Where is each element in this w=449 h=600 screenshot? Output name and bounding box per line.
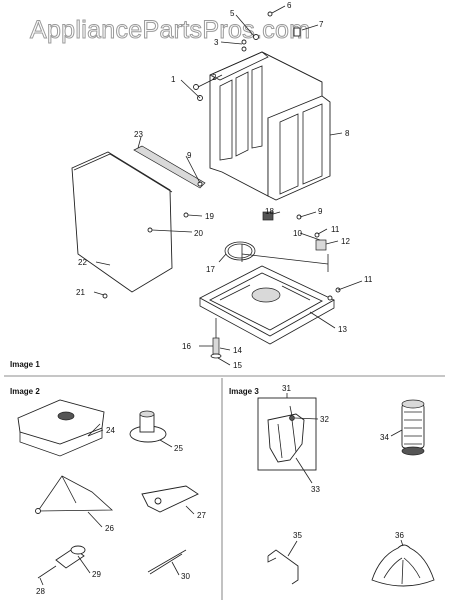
callout-24: 24: [106, 426, 115, 435]
image-3-parts: [257, 397, 435, 587]
callout-30: 30: [181, 572, 190, 581]
callout-22: 22: [78, 258, 87, 267]
callout-26: 26: [105, 524, 114, 533]
callout-12: 12: [341, 237, 350, 246]
callout-33: 33: [311, 485, 320, 494]
callout-3: 3: [214, 38, 219, 47]
callout-18: 18: [265, 207, 274, 216]
callout-27: 27: [197, 511, 206, 520]
callout-34: 34: [380, 433, 389, 442]
image-3-leaders: [286, 393, 404, 557]
callout-14: 14: [233, 346, 242, 355]
image-3-label: Image 3: [229, 387, 259, 396]
callout-16: 16: [182, 342, 191, 351]
callout-9a: 9: [187, 151, 192, 160]
callout-9b: 9: [318, 207, 323, 216]
callout-31: 31: [282, 384, 291, 393]
callout-23: 23: [134, 130, 143, 139]
callout-2: 2: [212, 73, 217, 82]
callout-20: 20: [194, 229, 203, 238]
callout-29: 29: [92, 570, 101, 579]
callout-15: 15: [233, 361, 242, 370]
callout-25: 25: [174, 444, 183, 453]
callout-6: 6: [287, 1, 292, 10]
callout-35: 35: [293, 531, 302, 540]
callout-17: 17: [206, 265, 215, 274]
image-2-leaders: [39, 429, 195, 586]
callout-32: 32: [320, 415, 329, 424]
image-1-label: Image 1: [10, 360, 40, 369]
callout-10: 10: [293, 229, 302, 238]
callout-5: 5: [230, 9, 235, 18]
callout-11a: 11: [331, 225, 340, 234]
leader-lines: [93, 5, 363, 366]
callout-8: 8: [345, 129, 350, 138]
callout-19: 19: [205, 212, 214, 221]
image-2-label: Image 2: [10, 387, 40, 396]
callout-21: 21: [76, 288, 85, 297]
callout-28: 28: [36, 587, 45, 596]
image-2-parts: [17, 399, 199, 579]
cabinet-assembly: [71, 11, 341, 359]
callout-11b: 11: [364, 275, 373, 284]
callout-36: 36: [395, 531, 404, 540]
watermark-text: AppliancePartsPros.com: [30, 16, 310, 44]
callout-1: 1: [171, 75, 176, 84]
callout-7: 7: [319, 20, 324, 29]
callout-13: 13: [338, 325, 347, 334]
